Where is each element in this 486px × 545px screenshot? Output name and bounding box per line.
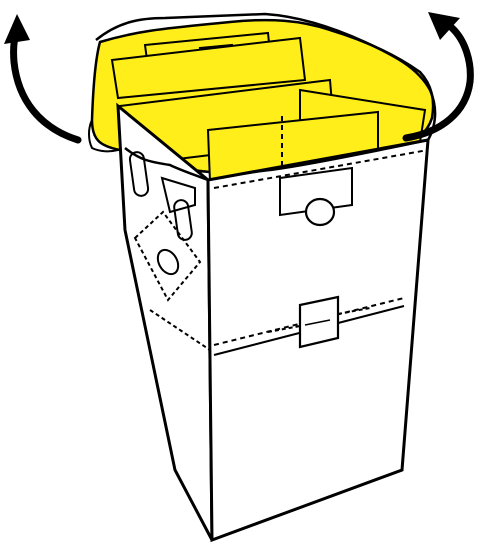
fold-arrow-left-shaft [14,34,78,140]
box-body [118,106,428,540]
fold-arrow-left-head [4,14,30,44]
fold-arrow-left-icon [4,14,78,140]
thumb-hole [306,199,334,225]
